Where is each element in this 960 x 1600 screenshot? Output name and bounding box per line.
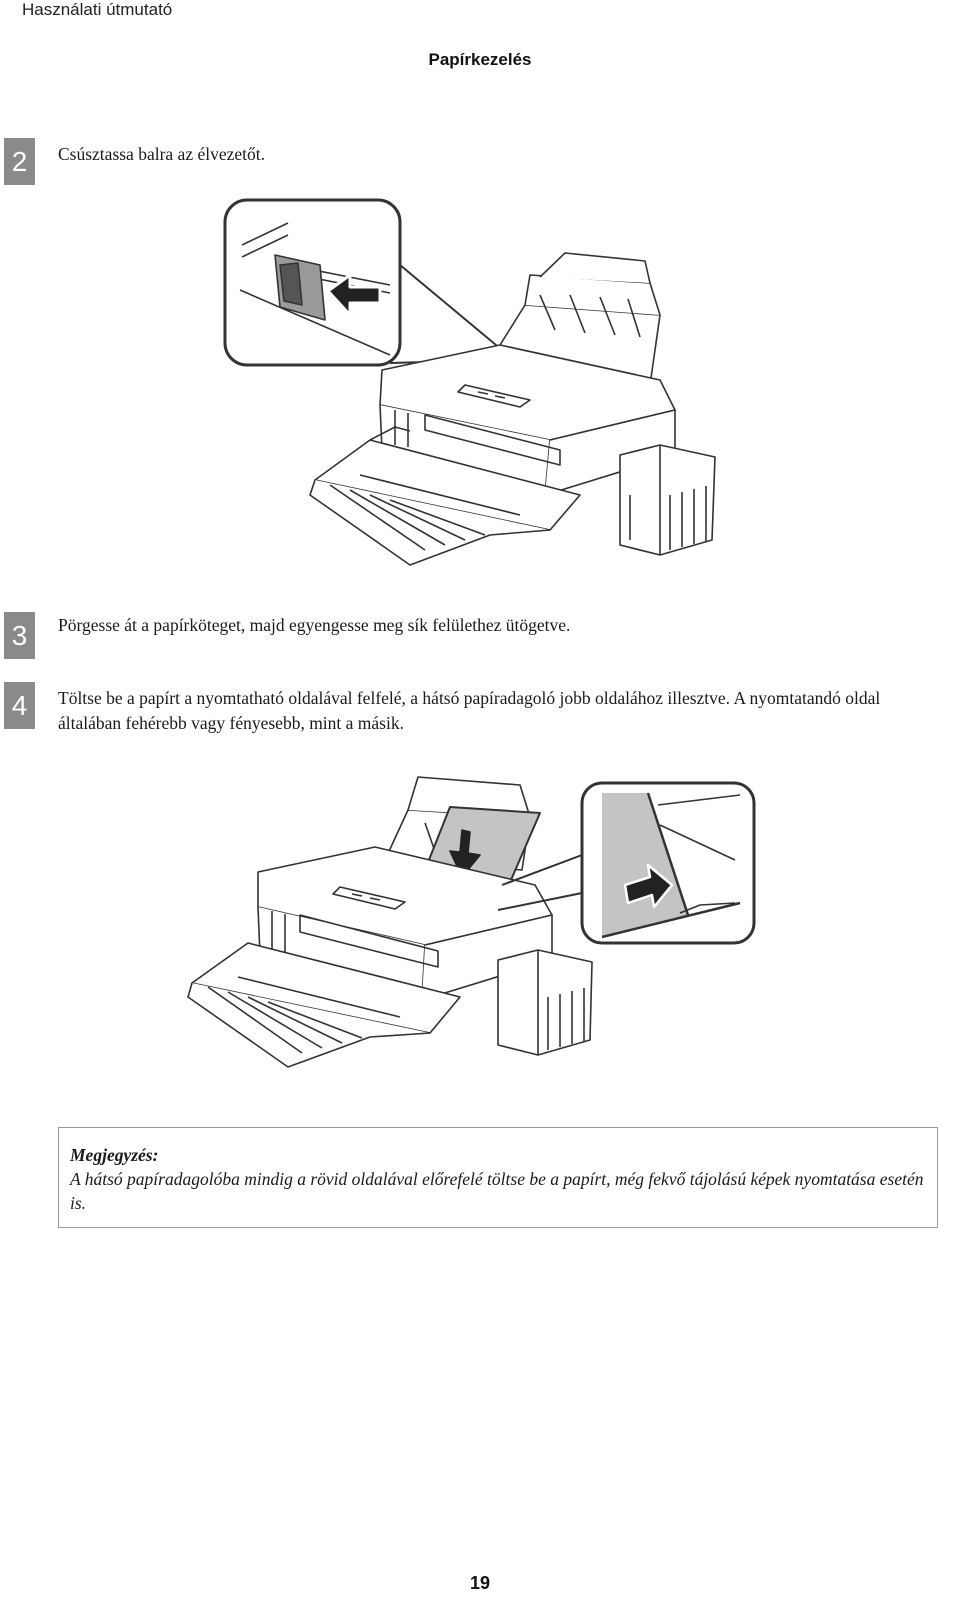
step-4-text: Töltse be a papírt a nyomtatható oldaláv… [58, 688, 881, 733]
step-marker-2: 2 [4, 138, 35, 185]
section-title: Papírkezelés [428, 50, 532, 69]
paper-loading-illustration [187, 776, 756, 1068]
running-head: Használati útmutató [22, 0, 173, 19]
note-text: A hátsó papíradagolóba mindig a rövid ol… [70, 1169, 924, 1213]
note-title: Megjegyzés: [70, 1145, 159, 1165]
step-marker-4: 4 [4, 682, 35, 729]
note-box: Megjegyzés: A hátsó papíradagolóba mindi… [58, 1127, 938, 1228]
step-marker-3: 3 [4, 612, 35, 659]
printer-edge-guide-illustration [223, 198, 716, 566]
step-2-text: Csúsztassa balra az élvezetőt. [58, 144, 265, 164]
step-3-text: Pörgesse át a papírköteget, majd egyenge… [58, 615, 571, 635]
page-number: 19 [469, 1573, 491, 1593]
